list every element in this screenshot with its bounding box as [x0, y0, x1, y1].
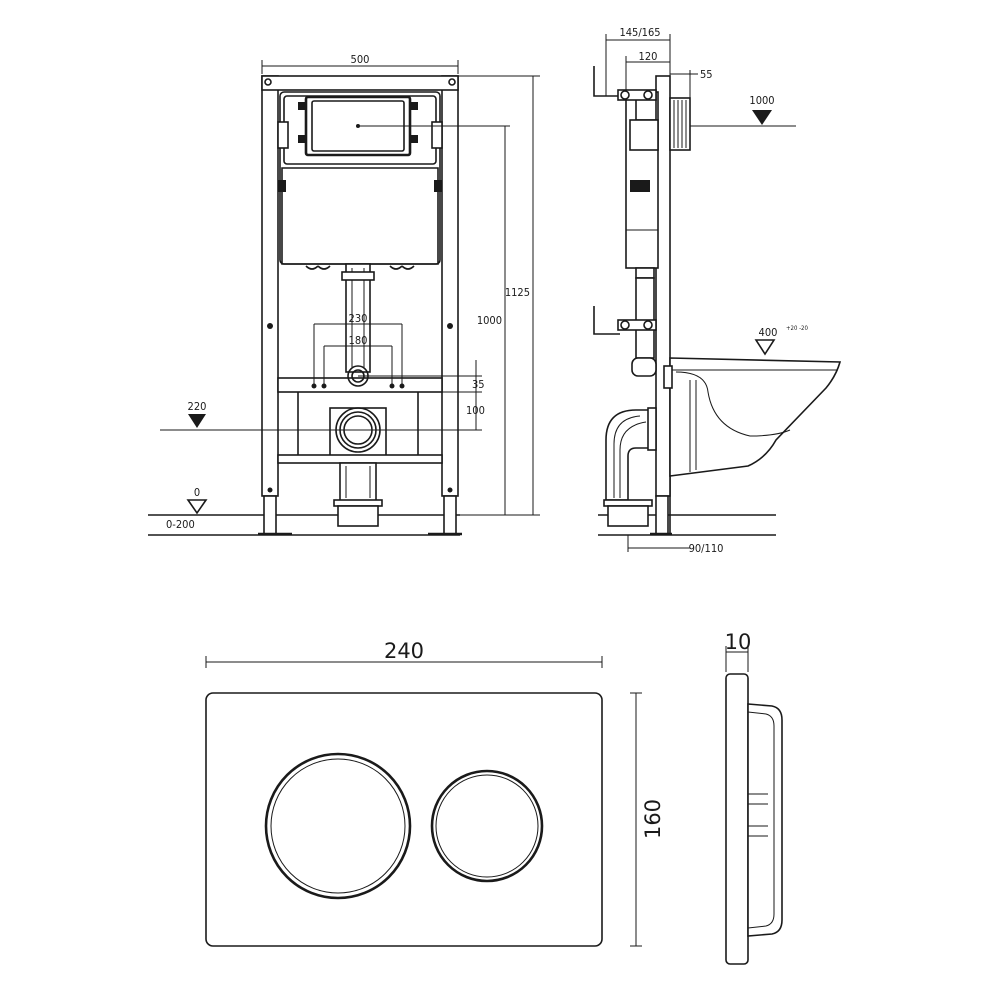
- flush-plate-front: [205, 692, 603, 947]
- dim-500: 500: [351, 53, 370, 66]
- dim-240: 240: [384, 639, 424, 663]
- floor-range: 0-200: [166, 518, 195, 531]
- level-400-tol: +20 -20: [786, 325, 808, 332]
- level-0: 0: [194, 486, 200, 499]
- front-view-frame: [148, 75, 462, 536]
- level-400: 400: [759, 326, 778, 339]
- level-220: 220: [188, 400, 207, 413]
- dim-145-165: 145/165: [619, 26, 660, 39]
- flush-plate-side: [725, 673, 783, 965]
- dim-55: 55: [700, 68, 713, 81]
- dim-35: 35: [472, 378, 485, 391]
- dim-1125: 1125: [505, 286, 530, 299]
- flush-plate-dimensions: 240 160 10: [205, 630, 752, 947]
- dim-10: 10: [725, 630, 752, 654]
- side-view-frame: [593, 66, 842, 536]
- dim-160: 160: [641, 799, 665, 839]
- dim-90-110: 90/110: [689, 542, 724, 555]
- dim-100: 100: [466, 404, 485, 417]
- dim-1000: 1000: [477, 314, 502, 327]
- front-view-dimensions: 500 1125 1000 230 180 35 100 220 0 0-: [160, 53, 540, 531]
- dim-180: 180: [349, 334, 368, 347]
- dim-230: 230: [349, 312, 368, 325]
- dim-120: 120: [639, 50, 658, 63]
- side-view-dimensions: 145/165 120 55 1000 400 +20 -20 90/110: [605, 26, 808, 555]
- level-1000: 1000: [749, 94, 774, 107]
